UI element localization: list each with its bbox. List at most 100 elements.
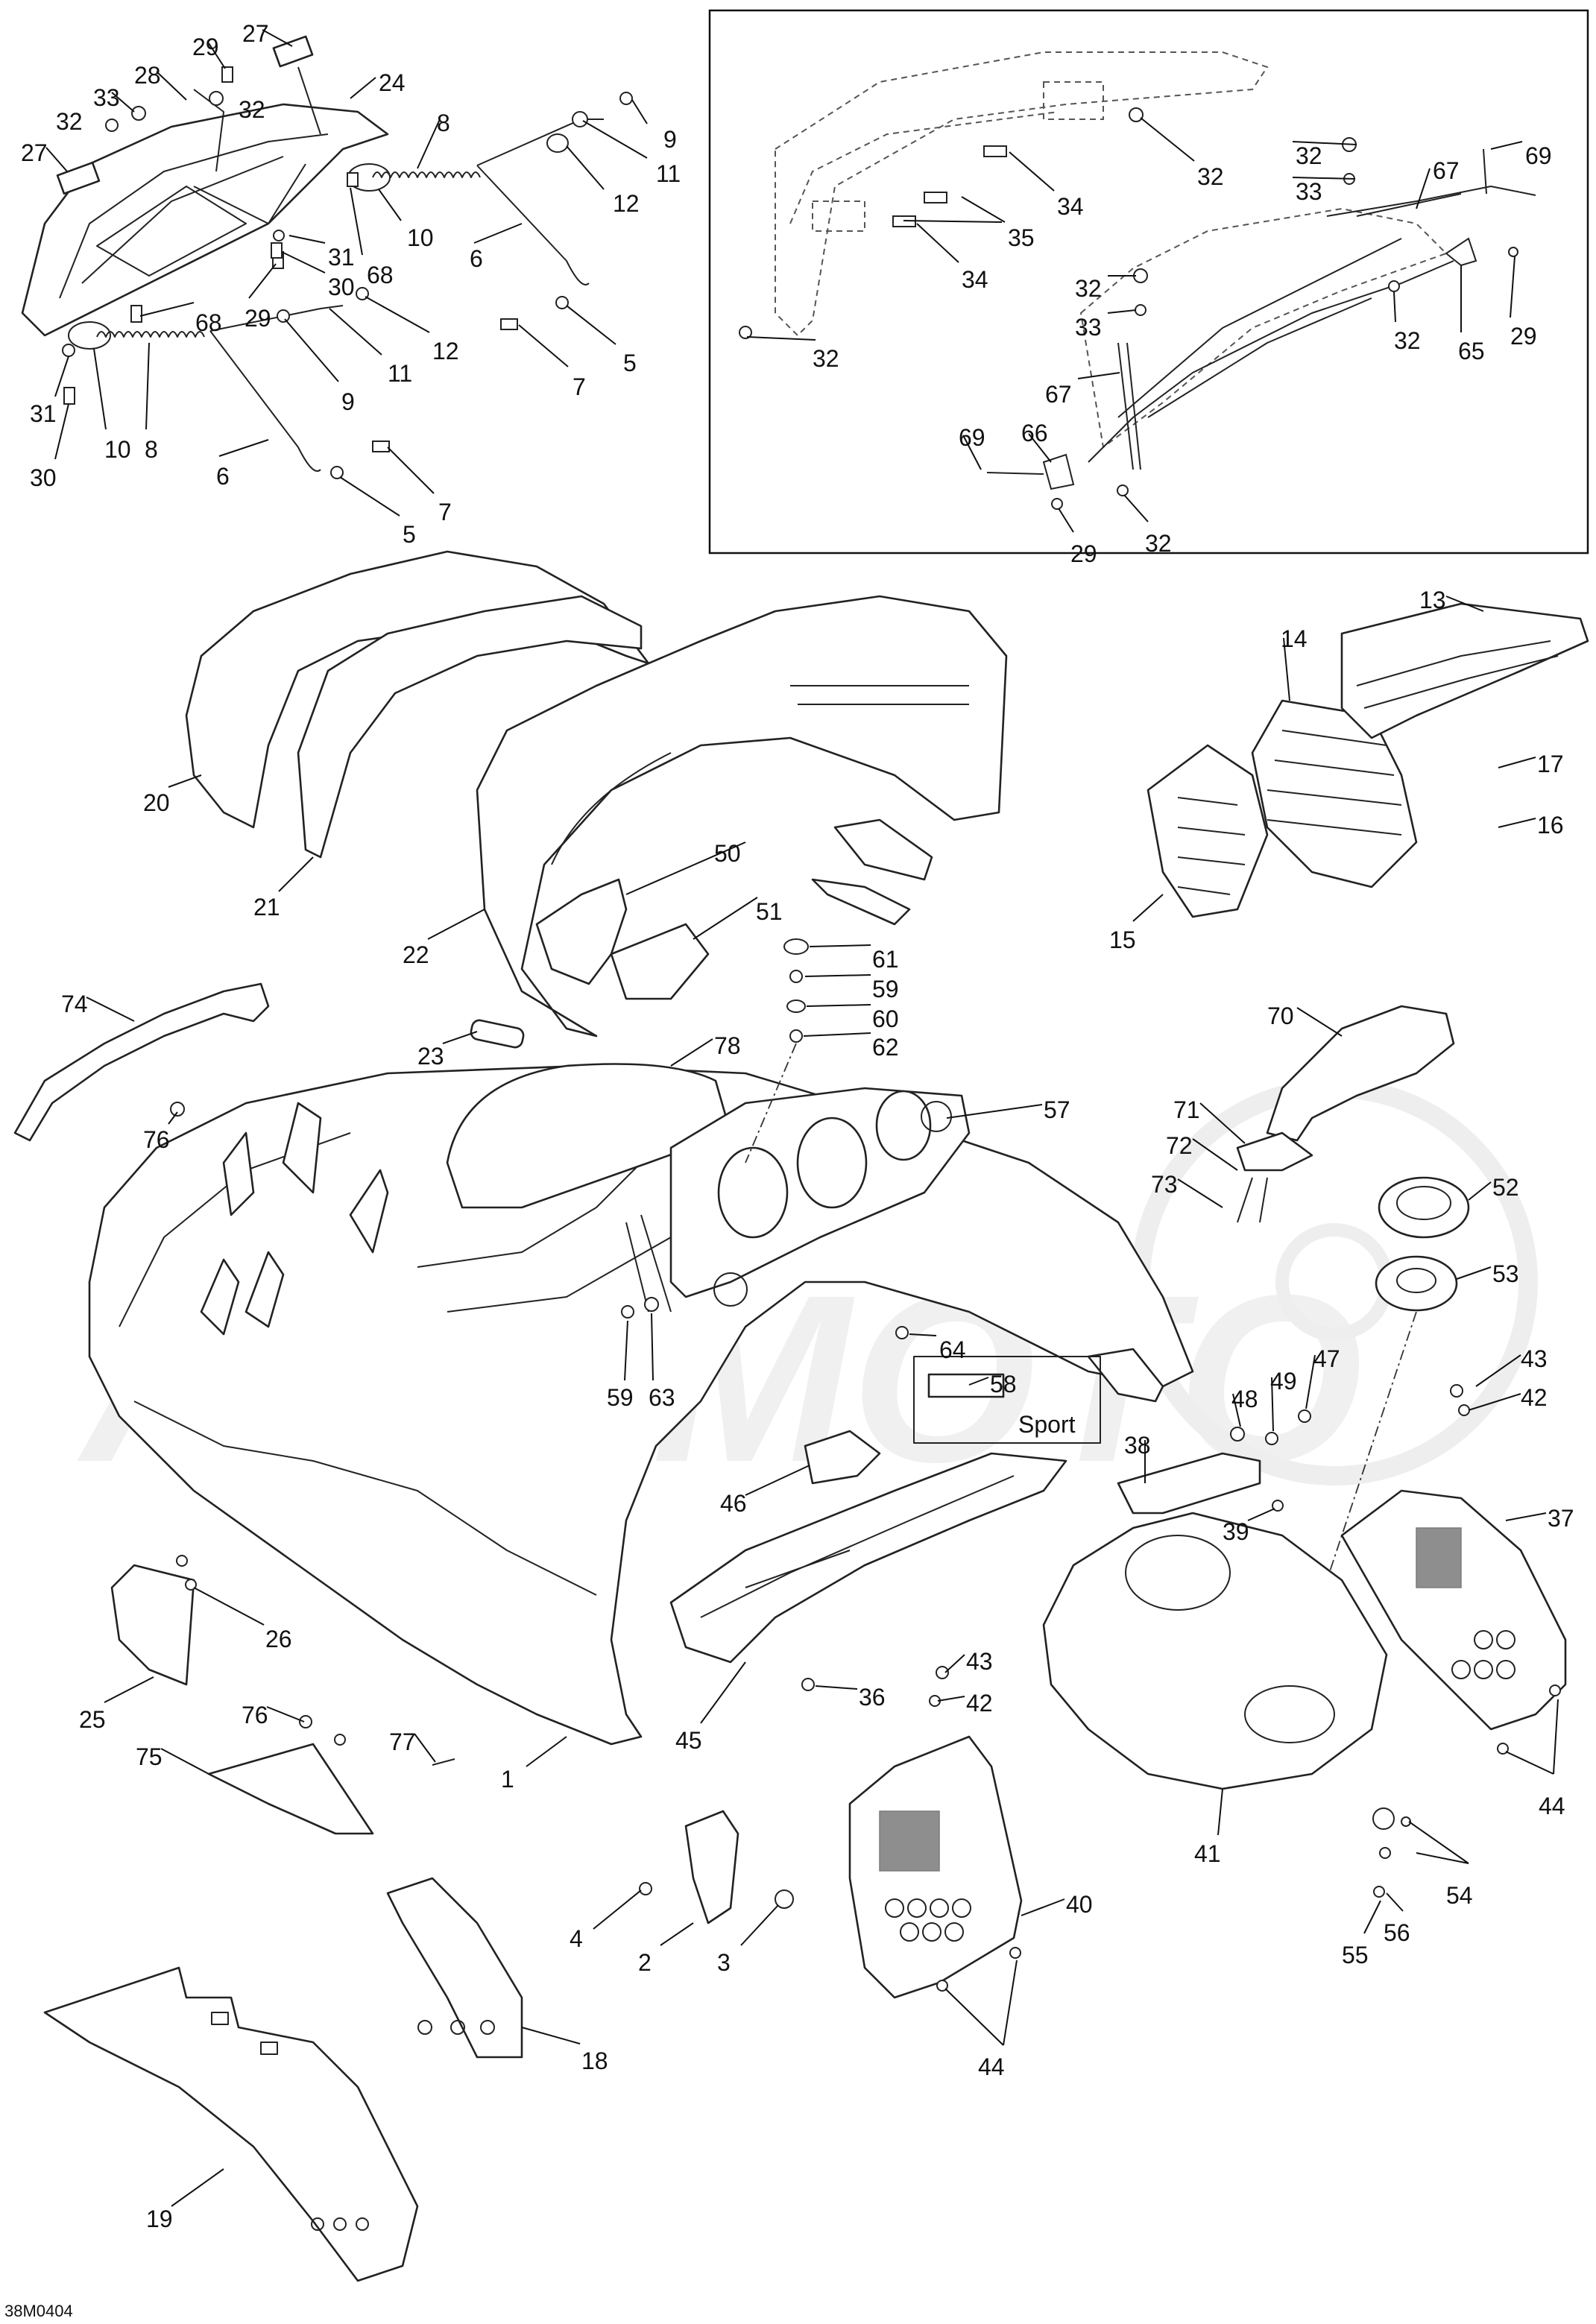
callout-32: 32 (1197, 163, 1224, 190)
callout-31: 31 (328, 244, 355, 271)
callout-32: 32 (813, 345, 839, 372)
panel-22 (476, 595, 1008, 1038)
callout-19: 19 (146, 2205, 173, 2232)
callout-77: 77 (389, 1728, 416, 1755)
callout-18: 18 (581, 2047, 608, 2074)
callout-35: 35 (1008, 224, 1035, 251)
inset-rack-assembly (739, 51, 1536, 510)
callout-33: 33 (1296, 178, 1322, 205)
callout-11: 11 (388, 360, 412, 387)
callout-27: 27 (21, 139, 48, 166)
callout-31: 31 (30, 400, 57, 427)
callout-44: 44 (978, 2053, 1005, 2080)
callout-21: 21 (253, 894, 280, 921)
callout-47: 47 (1313, 1345, 1340, 1372)
callout-29: 29 (245, 305, 271, 332)
callout-32: 32 (1296, 142, 1322, 169)
callout-34: 34 (962, 266, 988, 293)
part-75 (207, 1743, 374, 1835)
callout-24: 24 (379, 69, 406, 96)
callout-44: 44 (1539, 1793, 1565, 1819)
callout-67: 67 (1433, 157, 1460, 184)
part-51b (811, 878, 911, 926)
callout-61: 61 (872, 946, 899, 973)
callout-78: 78 (714, 1032, 741, 1059)
callout-29: 29 (1070, 540, 1097, 567)
callout-60: 60 (872, 1005, 899, 1032)
callout-42: 42 (1521, 1384, 1548, 1411)
callout-39: 39 (1223, 1518, 1249, 1545)
part-50b (833, 818, 933, 881)
part-74 (13, 982, 270, 1142)
part-52 (1378, 1176, 1470, 1239)
rear-rack-assembly (21, 35, 633, 479)
callout-72: 72 (1166, 1132, 1193, 1159)
callout-54: 54 (1446, 1882, 1473, 1909)
callout-8: 8 (437, 110, 450, 136)
callout-37: 37 (1548, 1505, 1574, 1532)
callout-76: 76 (143, 1126, 170, 1153)
callout-12: 12 (613, 190, 640, 217)
callout-55: 55 (1342, 1942, 1369, 1968)
callout-8: 8 (145, 436, 158, 463)
leader-lines (45, 29, 1559, 2207)
callout-20: 20 (143, 789, 170, 816)
callout-3: 3 (717, 1949, 731, 1976)
callout-70: 70 (1267, 1002, 1294, 1029)
callout-7: 7 (573, 373, 586, 400)
callout-71: 71 (1173, 1096, 1200, 1123)
part-58 (927, 1373, 1005, 1398)
part-38 (1117, 1452, 1261, 1515)
hood-panels (185, 550, 1589, 1038)
callout-15: 15 (1109, 926, 1136, 953)
part-46 (804, 1430, 881, 1485)
part-51 (610, 923, 710, 1000)
callout-7: 7 (438, 499, 452, 525)
callout-5: 5 (623, 350, 637, 376)
callout-67: 67 (1045, 381, 1072, 408)
part-45 (669, 1452, 1067, 1664)
callout-26: 26 (265, 1626, 292, 1652)
callout-52: 52 (1492, 1174, 1519, 1201)
callout-46: 46 (720, 1490, 747, 1517)
callout-75: 75 (136, 1743, 163, 1770)
callout-51: 51 (756, 898, 783, 925)
callout-62: 62 (872, 1034, 899, 1061)
panel-21 (297, 595, 643, 859)
callout-43: 43 (966, 1648, 993, 1675)
panel-14 (1251, 699, 1418, 888)
callout-2: 2 (638, 1949, 652, 1976)
part-41 (1042, 1512, 1388, 1790)
callout-14: 14 (1281, 625, 1308, 652)
part-19 (43, 1966, 419, 2282)
part-50 (535, 878, 628, 985)
main-hood (88, 1063, 1194, 1746)
callout-66: 66 (1021, 420, 1048, 446)
windshield-78 (446, 1063, 732, 1209)
callout-59: 59 (607, 1384, 634, 1411)
callout-29: 29 (1510, 323, 1537, 350)
callout-32: 32 (1075, 275, 1102, 302)
callout-5: 5 (403, 521, 416, 548)
callout-9: 9 (341, 388, 355, 415)
callout-58: 58 (990, 1371, 1017, 1398)
callout-1: 1 (501, 1766, 514, 1793)
callout-11: 11 (656, 160, 681, 187)
callout-50: 50 (714, 840, 741, 867)
part-18 (386, 1877, 523, 2059)
callout-56: 56 (1384, 1919, 1410, 1946)
callout-16: 16 (1537, 812, 1564, 839)
callout-32: 32 (239, 96, 265, 123)
inset-frame (708, 9, 1589, 555)
callout-10: 10 (407, 224, 434, 251)
callout-30: 30 (328, 274, 355, 300)
callout-33: 33 (93, 84, 120, 111)
callout-33: 33 (1075, 314, 1102, 341)
callout-13: 13 (1419, 587, 1446, 613)
sport-badge-label: Sport (1018, 1411, 1076, 1438)
callout-69: 69 (1525, 142, 1552, 169)
callout-74: 74 (61, 991, 88, 1017)
callout-49: 49 (1270, 1368, 1297, 1395)
callout-22: 22 (403, 941, 429, 968)
